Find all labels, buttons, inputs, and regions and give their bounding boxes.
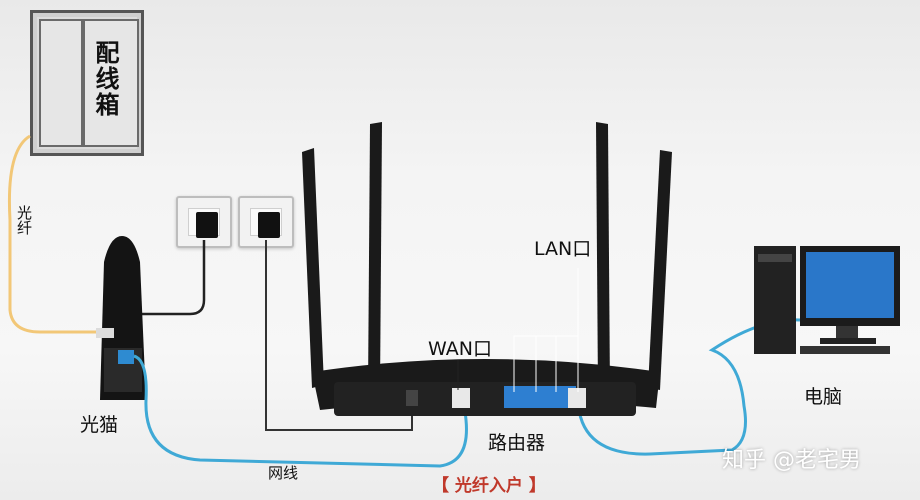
wan-port-label: WAN口 bbox=[428, 338, 492, 360]
pc bbox=[754, 246, 900, 354]
fiber-cable bbox=[7, 134, 108, 334]
router-label: 路由器 bbox=[488, 432, 546, 454]
pc-label: 电脑 bbox=[804, 386, 843, 408]
network-cable-label: 网线 bbox=[268, 464, 299, 482]
distribution-box-door-left bbox=[39, 19, 83, 147]
router-antenna-1 bbox=[302, 148, 324, 388]
power-plug-right bbox=[258, 212, 280, 238]
power-plug-left bbox=[196, 212, 218, 238]
distribution-box bbox=[30, 10, 144, 156]
router-antenna-3 bbox=[596, 122, 610, 392]
lan-port-label: LAN口 bbox=[534, 238, 592, 260]
modem-to-router-cable bbox=[133, 354, 468, 468]
fiber-label: 光纤 bbox=[15, 205, 33, 235]
router bbox=[312, 359, 660, 416]
lan-pointer-lines bbox=[513, 268, 579, 392]
modem-power-cable bbox=[140, 240, 206, 316]
distribution-box-label: 配线箱 bbox=[91, 40, 119, 118]
wall-socket-left bbox=[176, 196, 232, 248]
modem-label: 光猫 bbox=[80, 414, 119, 436]
caption: 【 光纤入户 】 bbox=[432, 476, 546, 496]
watermark: 知乎 @老宅男 bbox=[722, 448, 861, 473]
router-antenna-4 bbox=[648, 150, 672, 390]
router-antenna-2 bbox=[368, 122, 382, 392]
distribution-box-door-right bbox=[83, 19, 139, 147]
optical-modem bbox=[96, 236, 146, 400]
router-to-pc-cable bbox=[576, 318, 801, 456]
